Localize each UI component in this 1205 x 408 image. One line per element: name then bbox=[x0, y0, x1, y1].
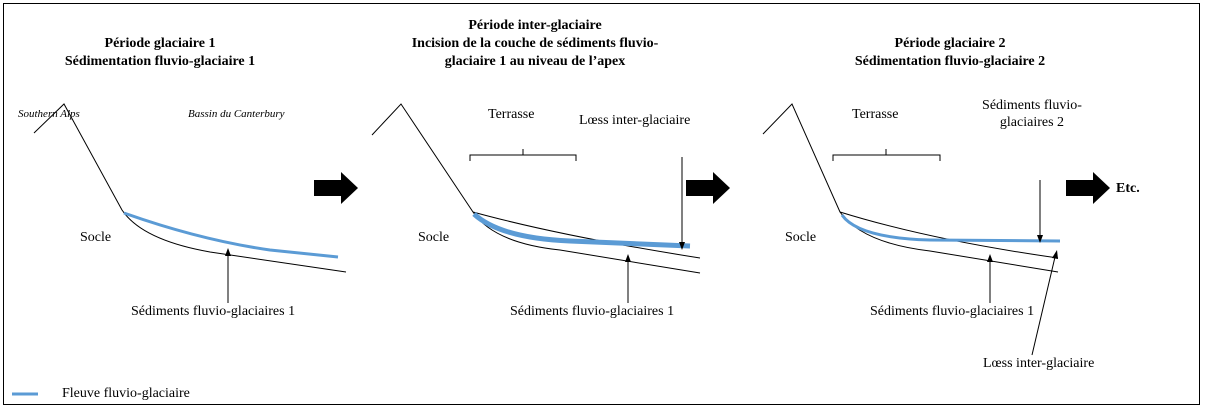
panel-2-drawing bbox=[371, 103, 701, 303]
panel-2-title: Période inter-glaciaire Incision de la c… bbox=[411, 18, 659, 69]
panel-3-river bbox=[840, 214, 1061, 243]
panel-1-socle-label: Socle bbox=[80, 230, 112, 245]
panel-2-socle-label: Socle bbox=[418, 230, 450, 245]
panel-3-loess-arrowhead bbox=[1052, 250, 1058, 259]
panel-1-title: Période glaciaire 1 Sédimentation fluvio… bbox=[64, 36, 256, 69]
etc-label: Etc. bbox=[1116, 181, 1140, 196]
transition-arrow-1 bbox=[314, 172, 358, 204]
panel-2-sediments-label: Sédiments fluvio-glaciaires 1 bbox=[510, 304, 675, 319]
panel-1-sediments-label: Sédiments fluvio-glaciaires 1 bbox=[131, 304, 296, 319]
panel-2-river bbox=[472, 212, 691, 249]
diagram-frame bbox=[3, 3, 1200, 405]
panel-1-mountain-bedrock-line bbox=[33, 103, 347, 273]
panel-3-loess-label: Lœss inter-glaciaire bbox=[983, 356, 1095, 371]
panel-3-sediments-arrowhead bbox=[987, 254, 993, 262]
panel-3-sediments2-arrowhead bbox=[1037, 235, 1043, 243]
legend-label: Fleuve fluvio-glaciaire bbox=[62, 386, 190, 401]
panel-1-drawing bbox=[33, 103, 347, 303]
panel-1-river bbox=[123, 211, 339, 259]
panel-3-drawing bbox=[762, 103, 1061, 356]
panel-2-terrasse-brace bbox=[469, 149, 577, 161]
panel-1-sediments-arrowhead bbox=[225, 248, 231, 256]
panel-3-loess-arrow bbox=[1031, 256, 1056, 356]
panel-3-sediments-label: Sédiments fluvio-glaciaires 1 bbox=[870, 304, 1035, 319]
panel-1-southern-alps-label: Southern Alps bbox=[18, 108, 80, 120]
panel-2-loess-arrowhead bbox=[679, 242, 685, 250]
panel-3-sediments2-label: Sédiments fluvio- glaciaires 2 bbox=[982, 98, 1082, 130]
panel-1-bassin-label: Bassin du Canterbury bbox=[188, 108, 285, 120]
panel-3-terrasse-brace bbox=[832, 149, 941, 161]
transition-arrow-2 bbox=[686, 172, 730, 204]
panel-2-sediments-arrowhead bbox=[625, 254, 631, 262]
panel-3-socle-label: Socle bbox=[785, 230, 817, 245]
panel-3-terrasse-label: Terrasse bbox=[852, 107, 899, 122]
panel-2-mountain-bedrock-line bbox=[371, 103, 701, 274]
panel-3-old-fill-surface bbox=[839, 211, 1059, 259]
panel-2-loess-label: Lœss inter-glaciaire bbox=[579, 113, 691, 128]
panel-3-title: Période glaciaire 2 Sédimentation fluvio… bbox=[854, 36, 1046, 69]
transition-arrow-3 bbox=[1066, 172, 1110, 204]
panel-2-old-fill-surface bbox=[472, 211, 701, 259]
panel-2-terrasse-label: Terrasse bbox=[488, 107, 535, 122]
